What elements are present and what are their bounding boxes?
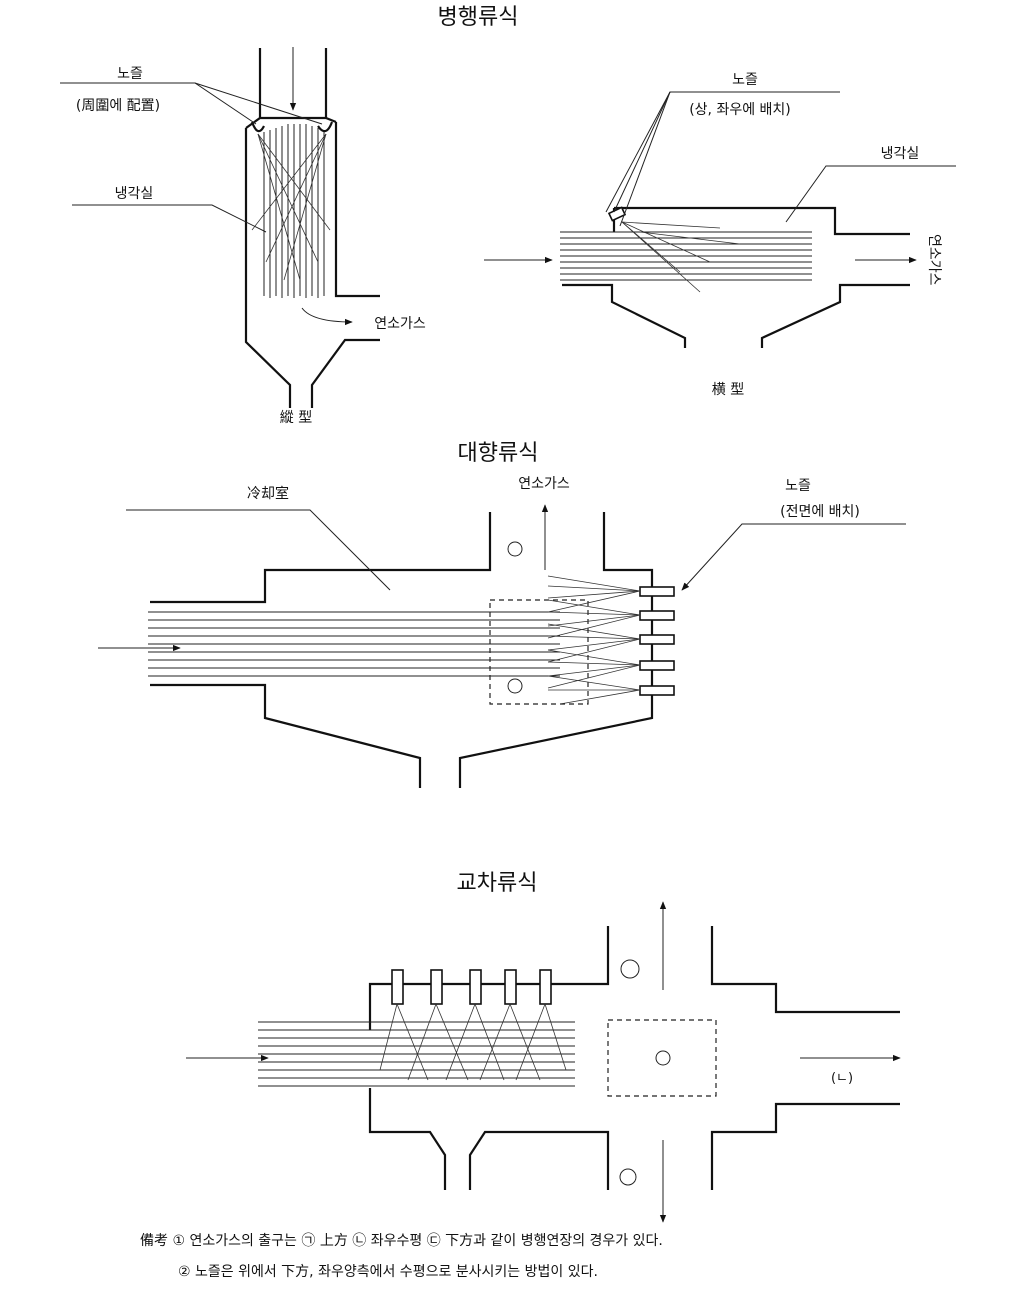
horizontal-nozzle-note: (상, 좌우에 배치) — [689, 102, 791, 118]
vertical-left-nozzle — [250, 121, 265, 133]
vertical-spray-pattern — [251, 133, 331, 281]
counter-nozzle — [639, 685, 675, 696]
counter-flow-title: 대향류식 — [458, 441, 539, 466]
cross-nozzle — [430, 969, 443, 1005]
counter-gas-label: 연소가스 — [518, 476, 570, 492]
cross-flow-chamber — [186, 901, 901, 1223]
horizontal-spray-pattern — [621, 221, 741, 293]
horizontal-nozzle-label: 노즐 — [732, 72, 758, 88]
counter-flow-chamber — [98, 504, 906, 788]
horizontal-gas-label: 연소가스 — [926, 234, 942, 286]
cross-mark-a-circle — [620, 959, 640, 979]
counter-nozzle — [639, 634, 675, 645]
counter-mark-a-circle — [507, 541, 523, 557]
vertical-caption: 縱 型 — [280, 410, 312, 426]
cross-nozzle — [469, 969, 482, 1005]
cross-nozzles — [391, 969, 552, 1005]
cross-mark-d-circle — [619, 1168, 637, 1186]
cross-flow-title: 교차류식 — [457, 871, 538, 896]
parallel-flow-title: 병행류식 — [438, 5, 519, 30]
counter-mark-b-circle — [507, 678, 523, 694]
cross-flow-lines — [258, 1021, 575, 1087]
counter-nozzle — [639, 586, 675, 597]
vertical-right-nozzle — [317, 121, 334, 133]
counter-nozzle-note: (전면에 배치) — [780, 504, 860, 520]
cross-mark-c-circle — [655, 1050, 671, 1066]
cross-nozzle — [504, 969, 517, 1005]
horizontal-cooling-label: 냉각실 — [881, 146, 920, 162]
vertical-cooling-label: 냉각실 — [115, 186, 154, 202]
counter-cooling-label: 冷却室 — [247, 485, 289, 502]
horizontal-caption: 横 型 — [712, 382, 744, 398]
horizontal-flow-lines — [560, 231, 812, 281]
vertical-nozzle-note: (周圍에 配置) — [76, 98, 160, 114]
cross-spray-pattern — [379, 1003, 567, 1081]
counter-nozzle — [639, 660, 675, 671]
cross-nozzle — [391, 969, 404, 1005]
counter-flow-lines — [148, 611, 560, 677]
counter-nozzle — [639, 610, 675, 621]
horizontal-type-chamber — [484, 91, 956, 348]
cross-nozzle — [539, 969, 552, 1005]
counter-nozzles — [639, 586, 675, 696]
cross-dashed-zone — [607, 1019, 717, 1097]
counter-spray-pattern — [547, 575, 641, 705]
cross-mark-b: (ㄴ) — [831, 1071, 853, 1086]
vertical-gas-label: 연소가스 — [374, 316, 426, 332]
note-line-2: ② 노즐은 위에서 下方, 좌우양측에서 수평으로 분사시키는 방법이 있다. — [178, 1264, 598, 1280]
vertical-nozzle-label: 노즐 — [117, 66, 143, 82]
vertical-type-chamber — [60, 47, 380, 408]
counter-nozzle-label: 노즐 — [785, 478, 811, 494]
counter-dashed-zone — [489, 599, 589, 705]
note-line-1: 備考 ① 연소가스의 출구는 ㉠ 上方 ㉡ 좌우수평 ㉢ 下方과 같이 병행연장… — [140, 1233, 663, 1249]
